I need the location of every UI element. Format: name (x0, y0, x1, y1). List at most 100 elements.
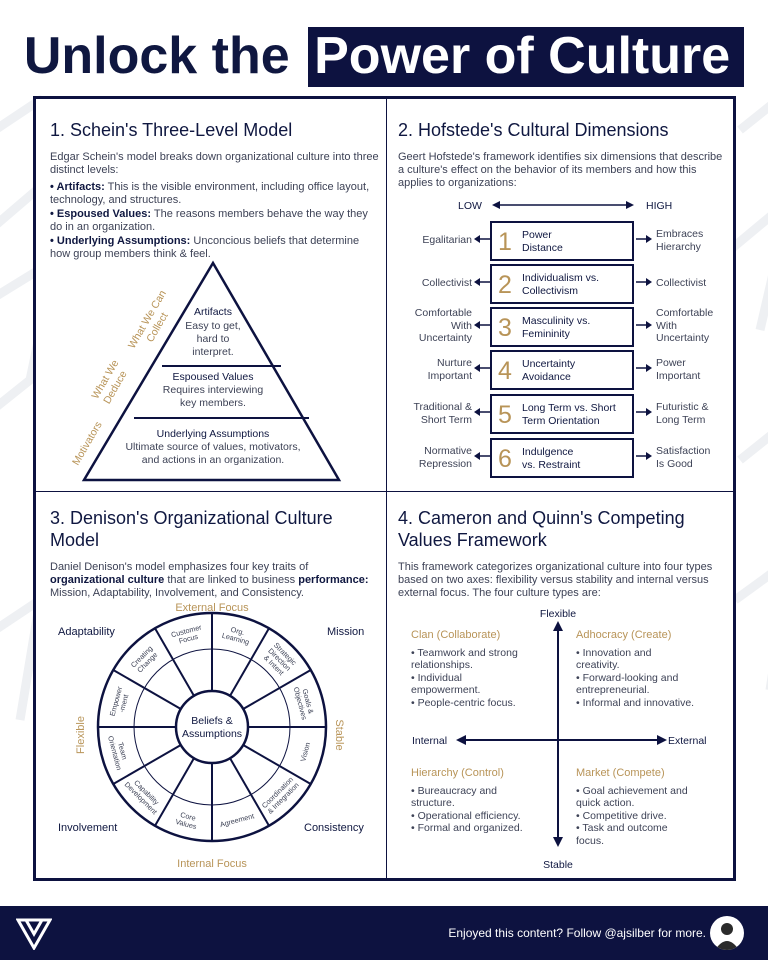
wheel-center (174, 689, 250, 765)
wheel-spoke (242, 744, 312, 785)
schein-bullet-artifacts: • Artifacts: This is the visible environ… (50, 181, 370, 206)
pyramid-base-line1: Ultimate source of values, motivators, (125, 441, 300, 453)
horizontal-divider (36, 491, 733, 492)
pyramid-top-title: Artifacts (194, 306, 232, 318)
arrow-left-icon (474, 408, 490, 416)
title-part-1: Unlock the (23, 27, 290, 85)
cameron-intro: This framework categorizes organizationa… (398, 561, 713, 599)
hofstede-section: 2. Hofstede's Cultural Dimensions Geert … (398, 119, 728, 190)
wheel-spoke (112, 669, 182, 710)
hofstede-high-label: HIGH (646, 200, 672, 212)
arrow-right-icon (636, 321, 652, 329)
cq-internal-label: Internal (412, 735, 447, 747)
flexible-label: Flexible (75, 716, 87, 754)
v-logo-icon[interactable] (16, 916, 52, 950)
involvement-label: Involvement (58, 822, 117, 834)
arrow-right-icon (636, 408, 652, 416)
wheel-spoke (229, 627, 270, 697)
cq-external-label: External (668, 735, 707, 747)
wheel-segment-text: Core (179, 810, 196, 823)
market-title: Market (Compete) (576, 767, 665, 779)
dimension-high-label: Collectivist (656, 277, 707, 289)
clan-title: Clan (Collaborate) (411, 629, 501, 641)
dimension-number: 6 (498, 445, 512, 473)
hofstede-title: 2. Hofstede's Cultural Dimensions (398, 120, 669, 140)
hofstede-dimension-row: Traditional &Short Term 5 Long Term vs. Sh… (398, 394, 728, 434)
schein-intro: Edgar Schein's model breaks down organiz… (50, 151, 379, 176)
dimension-box: 2 Individualism vs.Collectivism (490, 264, 634, 304)
dimension-high-label: Futuristic &Long Term (656, 401, 709, 426)
pyramid-base-title: Underlying Assumptions (157, 428, 270, 440)
content-frame: 1. Schein's Three-Level Model Edgar Sche… (33, 96, 736, 881)
pyramid-base-line2: and actions in an organization. (142, 454, 284, 466)
footer-text: Enjoyed this content? Follow @ajsilber f… (448, 926, 706, 940)
profile-avatar[interactable] (710, 916, 744, 950)
wheel-spoke (112, 744, 182, 785)
cameron-axes: Flexible Stable Internal External (412, 608, 707, 871)
wheel-segment-text: Org. (230, 625, 246, 637)
dimension-box: 3 Masculinity vs.Femininity (490, 307, 634, 347)
dimension-number: 2 (498, 271, 512, 299)
internal-focus-label: Internal Focus (177, 858, 247, 870)
schein-pyramid: Artifacts Easy to get, hard to interpret… (70, 260, 342, 482)
arrow-left-icon (474, 321, 490, 329)
hofstede-dimension-row: Collectivist 2 Individualism vs.Collectivi… (398, 264, 728, 304)
wheel-spoke (154, 757, 195, 827)
dimension-low-label: Collectivist (421, 277, 472, 289)
schein-bullet-espoused: • Espoused Values: The reasons members b… (50, 208, 368, 233)
wheel-center-line1: Beliefs & (191, 715, 232, 727)
vertical-divider (386, 99, 387, 878)
wheel-spoke (242, 669, 312, 710)
dimension-number: 3 (498, 314, 512, 342)
dimension-label: Masculinity vs.Femininity (522, 315, 591, 340)
stable-label: Stable (333, 719, 345, 750)
page-title: Unlock the Power of Culture (0, 27, 768, 87)
schein-title: 1. Schein's Three-Level Model (50, 120, 293, 140)
dimension-low-label: Traditional &Short Term (413, 401, 472, 426)
clan-quadrant: Clan (Collaborate) • Teamwork and strong… (411, 629, 551, 709)
dimension-number: 5 (498, 401, 512, 429)
denison-intro: Daniel Denison's model emphasizes four k… (50, 561, 369, 599)
arrow-left-icon (474, 452, 490, 460)
dimension-low-label: Egalitarian (422, 234, 472, 246)
pyramid-mid-line2: key members. (180, 397, 246, 409)
pyramid-outline (81, 260, 342, 482)
mission-label: Mission (327, 626, 364, 638)
pyramid-top-line1: Easy to get, (185, 320, 240, 332)
title-part-2-highlight: Power of Culture (308, 27, 745, 87)
arrow-right-icon (636, 235, 652, 243)
dimension-label: Individualism vs.Collectivism (522, 272, 600, 297)
pyramid-mid-line1: Requires interviewing (163, 384, 264, 396)
hofstede-low-label: LOW (458, 200, 482, 212)
arrow-right-icon (636, 278, 652, 286)
footer-bar: Enjoyed this content? Follow @ajsilber f… (0, 906, 768, 960)
pyramid-mid-title: Espoused Values (173, 371, 254, 383)
dimension-number: 1 (498, 228, 512, 256)
wheel-center-line2: Assumptions (182, 728, 242, 740)
pyramid-top-line3: interpret. (192, 346, 233, 358)
wheel-segment-text: Team (116, 741, 129, 760)
external-focus-label: External Focus (175, 602, 249, 614)
